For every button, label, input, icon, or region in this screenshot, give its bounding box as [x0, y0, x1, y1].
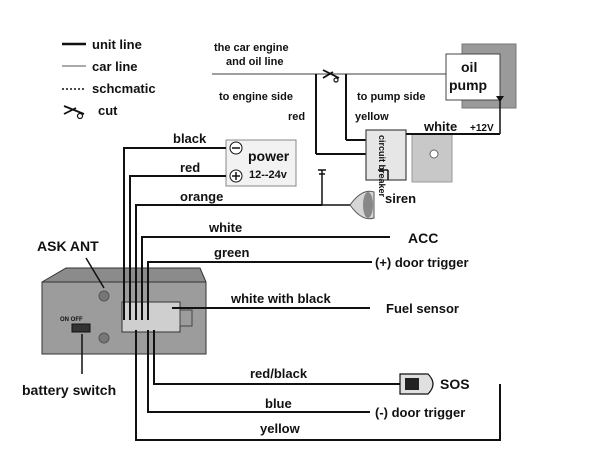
oil-pump-label-2: pump [449, 77, 487, 93]
wire-orange-label: orange [180, 189, 223, 204]
legend-cut: cut [98, 103, 118, 118]
power-title: power [248, 148, 290, 164]
white-12v-label: white [423, 119, 457, 134]
yellow-top-label: yellow [355, 111, 389, 123]
legend: unit line car line schcmatic cut [62, 37, 156, 120]
engine-oil-label-1: the car engine [214, 42, 289, 54]
sos-icon [405, 378, 419, 390]
wire-yellow-label: yellow [260, 421, 301, 436]
power-supply: power 12--24v [225, 139, 297, 187]
battery-switch-label: battery switch [22, 382, 116, 398]
wire-red-black-label: red/black [250, 366, 308, 381]
circuit-breaker-label: circuit breaker [377, 135, 387, 198]
scissors-icon [63, 105, 85, 120]
legend-unit-line: unit line [92, 37, 142, 52]
to-pump-side-label: to pump side [357, 91, 425, 103]
door-trigger-neg-label: (-) door trigger [375, 405, 465, 420]
circuit-breaker: circuit breaker [365, 129, 453, 198]
ask-ant-label: ASK ANT [37, 238, 99, 254]
wire-red-label: red [180, 160, 200, 175]
oil-pump-label-1: oil [461, 59, 477, 75]
engine-oil-label-2: and oil line [226, 56, 283, 68]
wire-white-label: white [208, 220, 242, 235]
wire-black-label: black [173, 131, 207, 146]
red-top-label: red [288, 111, 305, 123]
legend-schematic: schcmatic [92, 81, 156, 96]
wire-blue-label: blue [265, 396, 292, 411]
siren: siren [349, 190, 416, 220]
wire-green-label: green [214, 245, 249, 260]
power-range: 12--24v [249, 169, 288, 181]
to-engine-side-label: to engine side [219, 91, 293, 103]
fuel-sensor-label: Fuel sensor [386, 301, 459, 316]
legend-car-line: car line [92, 59, 138, 74]
cut-scissors-icon [322, 69, 340, 83]
battery-switch[interactable] [71, 323, 91, 333]
oil-pump: oil pump [445, 43, 517, 109]
on-off-label: ON OFF [60, 317, 83, 323]
sos-label: SOS [440, 376, 470, 392]
acc-label: ACC [408, 230, 438, 246]
sos-button[interactable]: SOS [399, 373, 470, 395]
siren-label: siren [385, 191, 416, 206]
wire-white-black-label: white with black [230, 291, 331, 306]
door-trigger-pos-label: (+) door trigger [375, 255, 469, 270]
plus12v-label: +12V [470, 123, 494, 134]
wires [123, 147, 501, 441]
